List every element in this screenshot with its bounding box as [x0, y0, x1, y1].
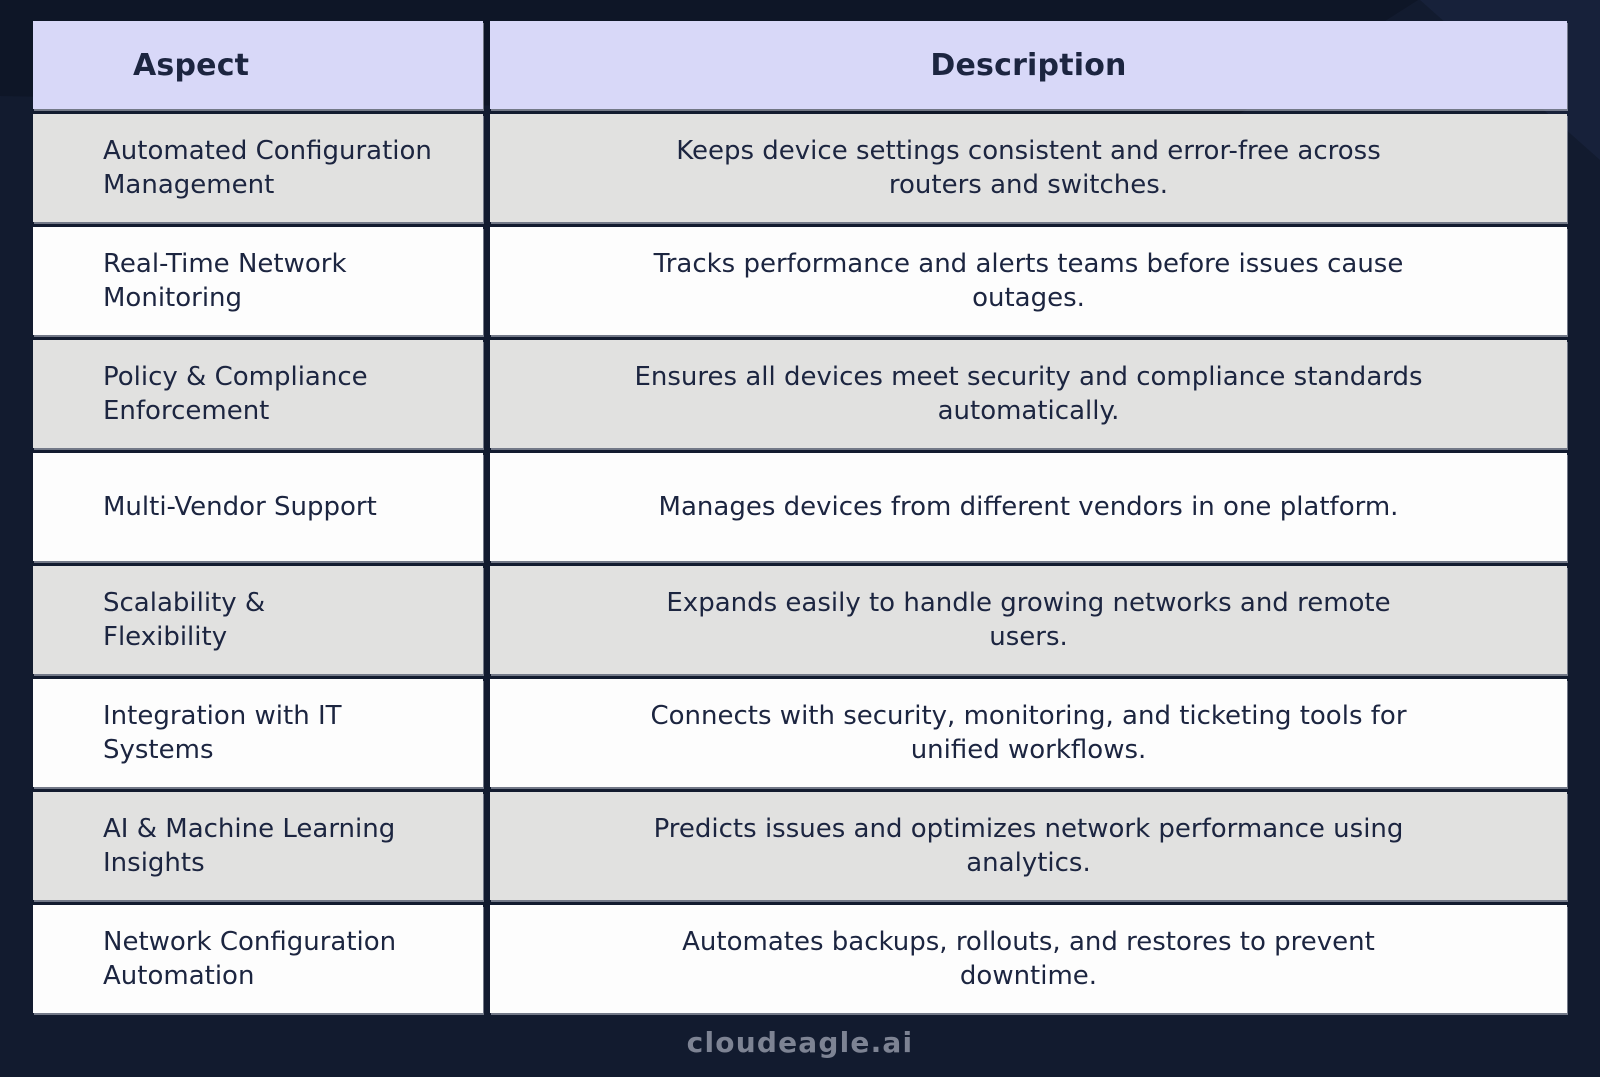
aspect-cell-scalability-flexibility: Scalability & Flexibility [33, 566, 483, 674]
column-header-description: Description [490, 21, 1567, 109]
aspect-cell-real-time-network-monitoring: Real-Time Network Monitoring [33, 227, 483, 335]
aspect-cell-multi-vendor-support: Multi-Vendor Support [33, 453, 483, 561]
description-cell-network-configuration-automation: Automates backups, rollouts, and restore… [490, 905, 1567, 1013]
aspect-cell-automated-configuration-management: Automated Configuration Management [33, 114, 483, 222]
cloudeagle-logo: cloudeagle.ai [686, 1026, 914, 1059]
aspect-cell-policy-compliance-enforcement: Policy & Compliance Enforcement [33, 340, 483, 448]
description-cell-policy-compliance-enforcement: Ensures all devices meet security and co… [490, 340, 1567, 448]
aspect-cell-integration-with-it-systems: Integration with IT Systems [33, 679, 483, 787]
aspect-cell-network-configuration-automation: Network Configuration Automation [33, 905, 483, 1013]
description-cell-integration-with-it-systems: Connects with security, monitoring, and … [490, 679, 1567, 787]
description-cell-automated-configuration-management: Keeps device settings consistent and err… [490, 114, 1567, 222]
description-cell-multi-vendor-support: Manages devices from different vendors i… [490, 453, 1567, 561]
description-cell-scalability-flexibility: Expands easily to handle growing network… [490, 566, 1567, 674]
description-cell-real-time-network-monitoring: Tracks performance and alerts teams befo… [490, 227, 1567, 335]
aspect-cell-ai-machine-learning-insights: AI & Machine Learning Insights [33, 792, 483, 900]
footer: cloudeagle.ai [0, 1026, 1600, 1059]
aspect-description-table: Aspect Description Automated Configurati… [33, 21, 1567, 1013]
description-cell-ai-machine-learning-insights: Predicts issues and optimizes network pe… [490, 792, 1567, 900]
column-header-aspect: Aspect [33, 21, 483, 109]
